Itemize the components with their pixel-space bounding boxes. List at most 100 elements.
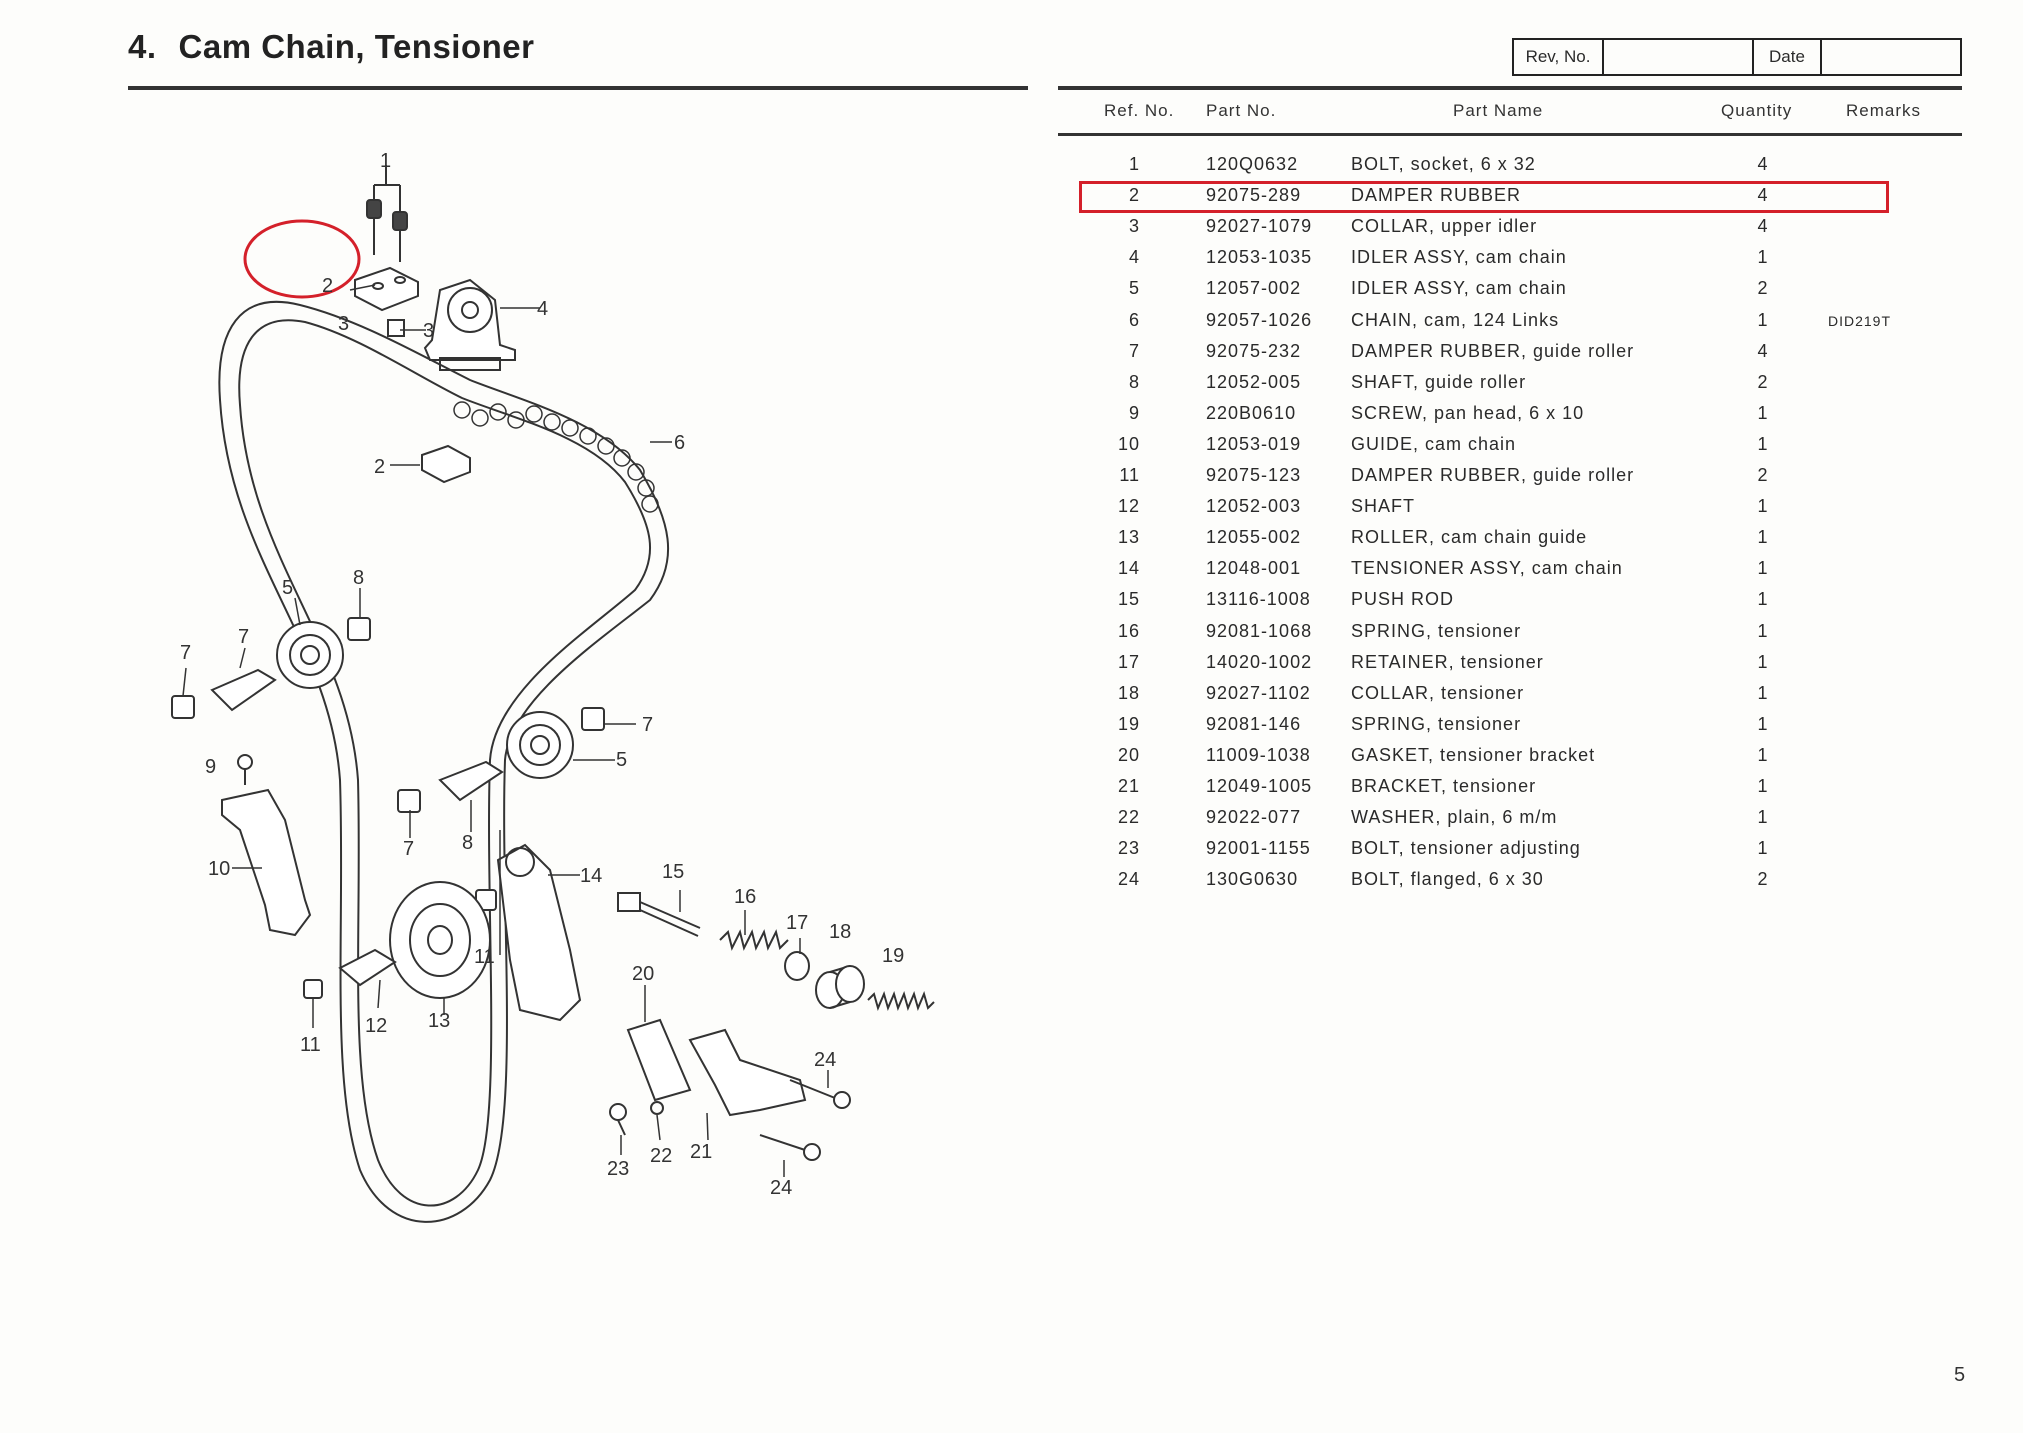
part-name-cell: COLLAR, upper idler	[1351, 216, 1538, 237]
table-header-rule	[1058, 133, 1962, 136]
quantity-cell: 1	[1757, 682, 1769, 703]
damper-rubber-7a	[347, 617, 371, 641]
col-part-no: Part No.	[1206, 101, 1277, 120]
damper-rubber-mid	[421, 444, 471, 484]
page-title: 4. Cam Chain, Tensioner	[128, 28, 534, 66]
part-no-cell: 92057-1026	[1206, 309, 1313, 330]
part-no-cell: 92075-123	[1206, 465, 1302, 485]
ref-cell: 9	[1128, 402, 1140, 423]
quantity-cell: 1	[1757, 776, 1769, 796]
cam-chain-guide	[221, 788, 312, 937]
tensioner-assy	[496, 843, 582, 1022]
callout-21: 21	[690, 1141, 712, 1163]
gasket	[626, 1018, 692, 1102]
part-name-cell: BOLT, flanged, 6 x 30	[1351, 869, 1544, 890]
cam-chain-outer	[218, 300, 670, 1223]
ref-cell: 17	[1117, 651, 1140, 672]
callout-7a: 8	[353, 567, 364, 589]
ref-cell: 4	[1128, 247, 1140, 268]
part-name-cell: IDLER ASSY, cam chain	[1351, 247, 1567, 268]
pan-screw	[237, 754, 253, 785]
retainer	[784, 951, 810, 981]
ref-cell: 21	[1117, 776, 1140, 796]
callout-24a: 24	[814, 1049, 836, 1071]
shaft-8b	[438, 760, 504, 802]
part-no-cell: 92081-1068	[1206, 620, 1313, 641]
col-quantity: Quantity	[1721, 101, 1793, 120]
col-remarks: Remarks	[1846, 101, 1922, 120]
part-no-cell: 92001-1155	[1206, 838, 1311, 859]
quantity-cell: 1	[1757, 744, 1769, 765]
idler-right	[506, 711, 574, 779]
quantity-cell: 1	[1757, 589, 1769, 610]
part-no-cell: 92075-289	[1206, 185, 1302, 206]
ref-cell: 5	[1128, 278, 1140, 299]
highlight-box-row-2	[1079, 181, 1889, 213]
callout-7b: 7	[180, 642, 191, 664]
plain-washer	[650, 1101, 664, 1115]
quantity-cell: 1	[1757, 713, 1769, 734]
callout-16: 16	[734, 886, 756, 908]
remarks-cell: DID219T	[1828, 312, 1892, 329]
spring-19	[867, 991, 935, 1011]
quantity-cell: 1	[1757, 309, 1769, 330]
callout-12: 12	[365, 1015, 387, 1037]
col-part-name: Part Name	[1453, 101, 1544, 120]
col-ref: Ref. No.	[1104, 101, 1175, 120]
part-no-cell: 130G0630	[1206, 869, 1299, 890]
part-name-cell: SPRING, tensioner	[1351, 620, 1522, 641]
ref-cell: 15	[1117, 589, 1140, 610]
ref-cell: 19	[1117, 713, 1140, 734]
callout-7d: 7	[403, 838, 414, 860]
quantity-cell: 4	[1757, 154, 1769, 174]
callout-2a: 2	[322, 275, 333, 297]
flanged-bolt-b	[759, 1134, 821, 1161]
part-name-cell: GASKET, tensioner bracket	[1351, 744, 1596, 765]
collar-18	[815, 965, 865, 1009]
part-no-cell: 14020-1002	[1206, 651, 1313, 672]
quantity-cell: 1	[1757, 651, 1769, 672]
socket-bolts	[366, 165, 408, 262]
callout-5b: 5	[616, 749, 627, 771]
cam-chain-inner	[238, 319, 652, 1207]
part-no-cell: 12049-1005	[1206, 776, 1313, 796]
part-no-cell: 220B0610	[1206, 402, 1297, 423]
callout-3a: 3	[423, 320, 434, 342]
section-number: 4.	[128, 28, 157, 65]
part-no-cell: 92075-232	[1206, 340, 1302, 361]
part-no-cell: 120Q0632	[1206, 154, 1299, 174]
callout-2b: 2	[374, 456, 385, 478]
table-top-rule	[1058, 86, 1962, 90]
part-name-cell: WASHER, plain, 6 m/m	[1351, 807, 1558, 828]
tensioner-bracket	[688, 1028, 807, 1117]
part-name-cell: DAMPER RUBBER, guide roller	[1351, 465, 1635, 485]
callout-4: 4	[537, 298, 548, 320]
part-no-cell: 92027-1102	[1206, 682, 1311, 703]
ref-cell: 20	[1117, 744, 1140, 765]
ref-cell: 14	[1117, 558, 1140, 579]
callout-10: 10	[208, 858, 230, 880]
part-no-cell: 12053-1035	[1206, 247, 1313, 268]
part-no-cell: 12055-002	[1206, 527, 1302, 548]
part-no-cell: 92081-146	[1206, 713, 1302, 734]
damper-rubber-7d	[397, 789, 421, 813]
section-title: Cam Chain, Tensioner	[178, 28, 535, 65]
shaft-8a	[210, 668, 277, 712]
quantity-cell: 1	[1757, 527, 1769, 548]
callout-22: 22	[650, 1145, 672, 1167]
callout-24b: 24	[770, 1177, 792, 1199]
